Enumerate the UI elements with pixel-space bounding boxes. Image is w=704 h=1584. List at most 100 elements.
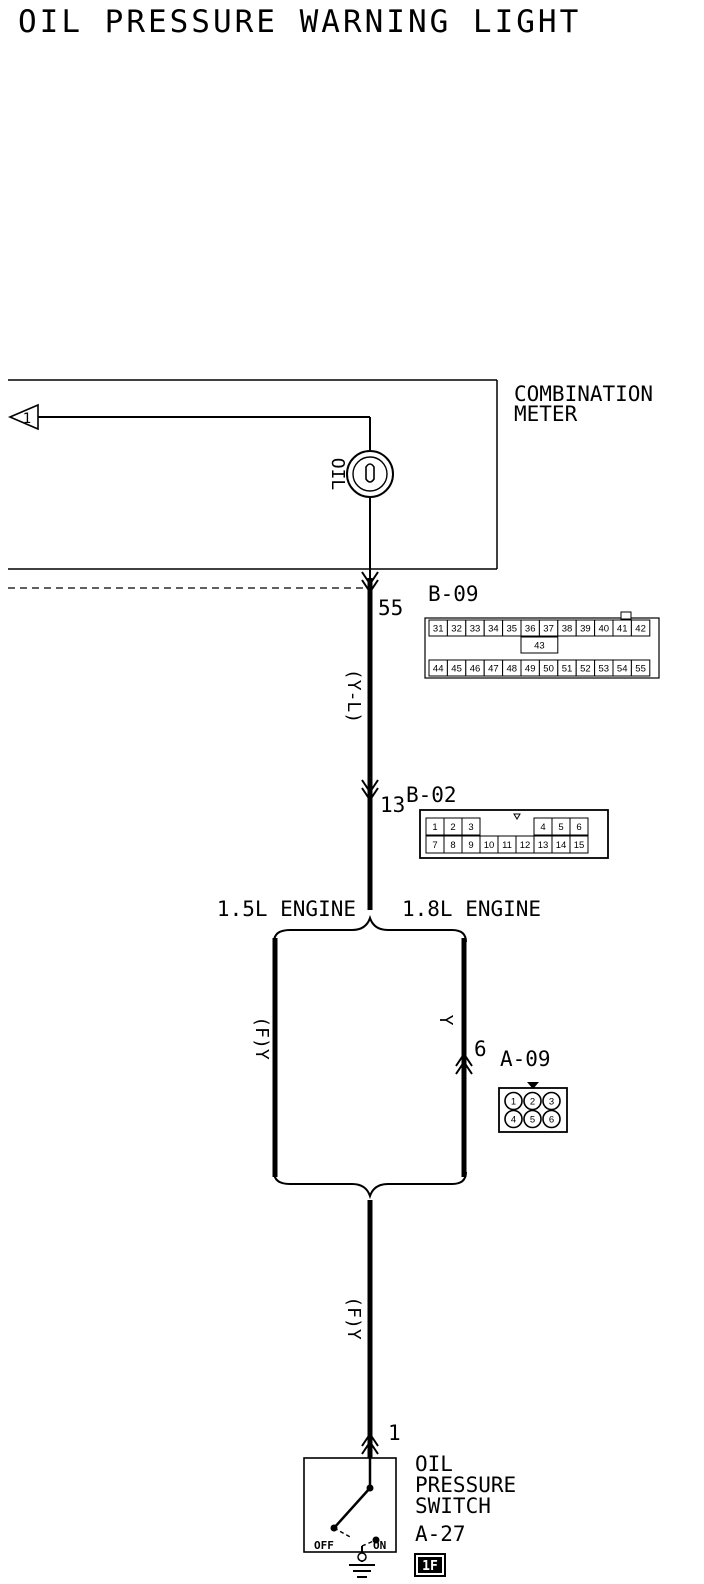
b09-pin: 36: [520, 619, 540, 637]
a09-pin-label: 1: [511, 1097, 516, 1108]
b02-pin-label: 4: [540, 822, 545, 833]
diagram-title: OIL PRESSURE WARNING LIGHT: [18, 4, 581, 40]
connector-a09-marker-icon: [455, 1052, 473, 1075]
ref-triangle-icon: 1: [7, 403, 39, 431]
b09-pin-label: 43: [534, 641, 545, 652]
b09-pin-label: 35: [507, 624, 518, 635]
switch-connector-id: A-27: [415, 1522, 466, 1546]
branch-left-label: 1.5L ENGINE: [217, 897, 356, 921]
b09-pin-label: 32: [451, 624, 462, 635]
a09-pin: 6: [542, 1109, 561, 1129]
b09-pin-label: 38: [562, 624, 573, 635]
b02-pin-label: 5: [558, 822, 563, 833]
a09-pin-label: 3: [549, 1097, 554, 1108]
b09-pin-label: 51: [562, 664, 573, 675]
b09-pin: 39: [575, 619, 596, 637]
b02-pin-label: 6: [576, 822, 581, 833]
b09-pin: 44: [428, 659, 448, 677]
b09-pin-label: 50: [543, 664, 554, 675]
b09-pin: 48: [502, 659, 522, 677]
a09-pin: 4: [504, 1109, 523, 1129]
a09-pin-number: 6: [474, 1037, 487, 1061]
b09-pin: 35: [502, 619, 522, 637]
b09-pin: 43: [520, 636, 559, 654]
lower-wire-color: (F)Y: [343, 1296, 364, 1340]
b09-pin-label: 39: [580, 624, 591, 635]
b02-pin-label: 10: [484, 840, 495, 851]
upper-branch-brace: [273, 914, 467, 943]
left-branch-wire-color: (F)Y: [251, 1016, 272, 1060]
switch-label-line3: SWITCH: [415, 1494, 491, 1518]
b09-pin-label: 55: [635, 664, 646, 675]
switch-label-line2: PRESSURE: [415, 1473, 516, 1497]
connector-b09-marker-icon: [361, 571, 379, 594]
b09-pin-label: 31: [433, 624, 444, 635]
b09-wire-color: (Y-L): [343, 669, 364, 723]
b02-pin-label: 1: [432, 822, 437, 833]
a09-pin-label: 2: [530, 1097, 535, 1108]
b09-pin-label: 36: [525, 624, 536, 635]
b09-pin-label: 42: [635, 624, 646, 635]
a09-pin: 5: [523, 1109, 542, 1129]
b09-pin: 49: [520, 659, 540, 677]
oil-warning-lamp-icon: [346, 450, 394, 498]
b02-pin: 14: [551, 835, 571, 854]
b09-pin-label: 48: [507, 664, 518, 675]
b02-pin: 10: [479, 835, 499, 854]
b02-connector-id: B-02: [406, 783, 457, 807]
switch-state-on: ON: [373, 1539, 386, 1552]
b09-pin-number: 55: [378, 596, 403, 620]
combination-meter-label-line1: COMBINATION: [514, 382, 653, 406]
b02-pin-label: 15: [574, 840, 585, 851]
b02-pin: 7: [425, 835, 445, 854]
b09-pin: 54: [612, 659, 632, 677]
b02-pin-label: 14: [556, 840, 567, 851]
b09-pin-label: 33: [470, 624, 481, 635]
b09-connector-id: B-09: [428, 582, 479, 606]
b02-pin: 4: [533, 817, 553, 836]
lower-branch-brace: [273, 1171, 467, 1200]
b02-pin: 12: [515, 835, 535, 854]
b02-pin: 1: [425, 817, 445, 836]
ground-symbol-icon: [349, 1546, 375, 1578]
b09-pin: 32: [446, 619, 467, 637]
a09-pin: 3: [542, 1091, 561, 1111]
ref-marker-number: 1: [23, 411, 31, 427]
b02-pin: 5: [551, 817, 571, 836]
connector-b02-marker-icon: [361, 779, 379, 802]
b09-pin-label: 52: [580, 664, 591, 675]
a27-pin-number: 1: [388, 1421, 401, 1445]
combination-meter: COMBINATION METER: [8, 379, 653, 589]
b09-pin-label: 45: [451, 664, 462, 675]
b09-pin: 42: [630, 619, 651, 637]
b09-pin-label: 34: [488, 624, 499, 635]
b09-pin: 31: [428, 619, 448, 637]
b09-pin: 46: [465, 659, 485, 677]
b09-pin: 52: [575, 659, 596, 677]
b02-pin-label: 9: [468, 840, 473, 851]
b02-pin-label: 13: [538, 840, 549, 851]
b09-pin: 40: [594, 619, 614, 637]
combination-meter-label-line2: METER: [514, 402, 578, 426]
b09-pin-label: 40: [599, 624, 610, 635]
b02-pin-label: 11: [502, 840, 512, 851]
b09-pin: 33: [465, 619, 485, 637]
b09-pin: 55: [630, 659, 651, 677]
branch-right-label: 1.8L ENGINE: [402, 897, 541, 921]
b09-pin-label: 53: [599, 664, 610, 675]
b02-pin: 15: [569, 835, 589, 854]
b02-pin: 2: [443, 817, 463, 836]
b09-pin: 50: [538, 659, 559, 677]
right-branch-wire-color: Y: [435, 1015, 456, 1026]
b02-pin-number: 13: [380, 793, 405, 817]
a09-pin: 2: [523, 1091, 542, 1111]
a09-pin-label: 4: [511, 1115, 516, 1126]
b02-pin: 6: [569, 817, 589, 836]
b09-pin: 38: [557, 619, 577, 637]
badge-text: 1F: [422, 1559, 438, 1574]
b09-pin: 37: [538, 619, 559, 637]
b02-pin: 3: [461, 817, 481, 836]
b09-pin-label: 49: [525, 664, 536, 675]
